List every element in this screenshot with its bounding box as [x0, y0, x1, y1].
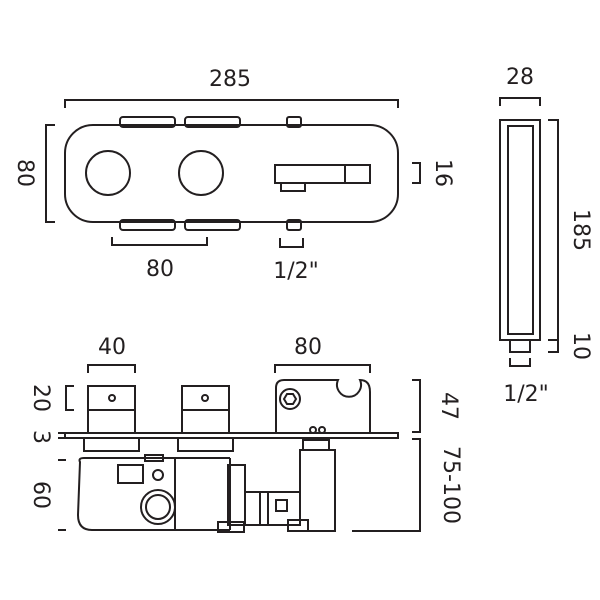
inlet-port [140, 489, 176, 525]
handset-length-label: 185 [568, 209, 593, 251]
projection-label: 47 [436, 392, 461, 420]
handset-connector [509, 339, 531, 353]
plate-label: 3 [28, 430, 53, 444]
tab [286, 219, 302, 231]
offset-label: 16 [430, 159, 455, 187]
width-label: 285 [209, 67, 251, 92]
handset-width-line [499, 97, 541, 106]
knob-height-label: 20 [28, 384, 53, 412]
offset-dimension-line [412, 162, 421, 184]
handset-face [507, 125, 534, 335]
spacing-dimension-line [111, 237, 208, 246]
wall-depth-line [352, 438, 421, 532]
handset-length-line [548, 119, 559, 341]
top-view: 285 80 16 80 1/2" [12, 67, 455, 284]
tab [184, 116, 241, 128]
control-knob [85, 150, 131, 196]
bracket-width-line [274, 364, 371, 373]
projection-line [412, 379, 421, 433]
handset-thread-label: 1/2" [503, 382, 549, 407]
wall-depth-label: 75-100 [438, 446, 463, 524]
knob-width-label: 40 [98, 335, 126, 360]
knob-width-line [87, 364, 136, 373]
spacing-label: 80 [146, 257, 174, 282]
connector-line [548, 339, 559, 353]
outlet-bracket [274, 164, 371, 184]
handset-width-label: 28 [506, 65, 534, 90]
connector-label: 10 [568, 332, 593, 360]
diverter-body [299, 449, 336, 532]
height-dimension-line [45, 124, 55, 223]
tab [286, 116, 302, 128]
handset-thread-line [509, 358, 531, 367]
body-depth-label: 60 [28, 481, 53, 509]
width-dimension-line [64, 99, 399, 108]
outlet-thread [280, 182, 306, 192]
outlet-block [344, 164, 371, 184]
tab [119, 116, 176, 128]
tab [184, 219, 241, 231]
faceplate [64, 124, 399, 223]
handset-holder-bracket [275, 378, 371, 433]
thread-dimension-line [279, 238, 304, 248]
height-label: 80 [12, 159, 37, 187]
handset-view: 28 185 10 1/2" [499, 65, 593, 407]
tab [119, 219, 176, 231]
bracket-width-label: 80 [294, 335, 322, 360]
control-knob [178, 150, 224, 196]
side-view: 40 80 20 3 60 47 75-100 [28, 335, 463, 533]
thread-label: 1/2" [273, 259, 319, 284]
knob-height-line [65, 385, 74, 411]
body-depth-line [58, 459, 66, 531]
